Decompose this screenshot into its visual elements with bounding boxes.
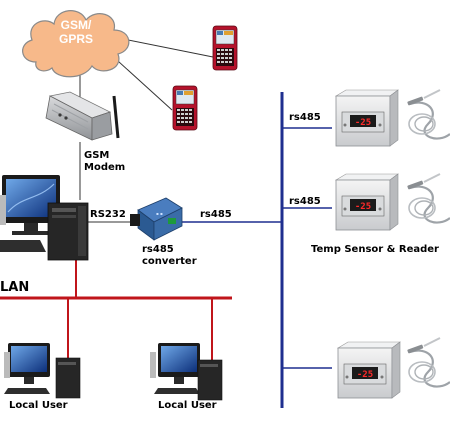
sensor-3-display: -25	[357, 370, 373, 380]
lan-label: LAN	[0, 280, 30, 295]
modem-label: GSM Modem	[84, 150, 125, 173]
gsm-gprs-cloud	[22, 10, 130, 78]
phone-1-icon	[212, 25, 238, 71]
main-computer-icon	[0, 175, 89, 261]
bus-1-label: rs485	[289, 112, 321, 123]
temp-sensor-2-icon: -25	[334, 173, 399, 231]
cloud-label: GSM/ GPRS	[46, 18, 106, 47]
cloud-to-phone-1-line	[117, 37, 214, 58]
converter-label: rs485 converter	[142, 244, 197, 267]
temp-probe-2-icon	[405, 172, 450, 224]
rs485-link-label: rs485	[200, 209, 232, 220]
local-user-2-computer-icon	[150, 343, 223, 401]
sensor-1-display: -25	[355, 118, 371, 128]
modem-label-line-2: Modem	[84, 161, 126, 173]
cloud-label-line-1: GSM/	[60, 18, 92, 32]
rs485-converter-icon: ▪ ▪	[130, 197, 183, 241]
bus-2-label: rs485	[289, 196, 321, 207]
temp-probe-1-icon	[405, 88, 450, 140]
phone-2-icon	[172, 85, 198, 131]
gsm-modem-icon	[45, 91, 120, 141]
converter-label-line-2: converter	[142, 255, 197, 267]
temp-sensor-label: Temp Sensor & Reader	[311, 244, 439, 255]
local-user-1-computer-icon	[4, 343, 81, 399]
svg-text:▪ ▪: ▪ ▪	[156, 211, 163, 216]
temp-sensor-1-icon: -25	[334, 89, 399, 147]
local-user-1-label: Local User	[9, 400, 68, 411]
converter-label-line-1: rs485	[142, 244, 174, 255]
temp-sensor-3-icon: -25	[336, 341, 401, 399]
modem-label-line-1: GSM	[84, 150, 110, 161]
rs232-label: RS232	[90, 209, 126, 220]
sensor-2-display: -25	[355, 202, 371, 212]
temp-probe-3-icon	[405, 336, 450, 388]
local-user-2-label: Local User	[158, 400, 217, 411]
cloud-label-line-2: GPRS	[58, 32, 93, 47]
